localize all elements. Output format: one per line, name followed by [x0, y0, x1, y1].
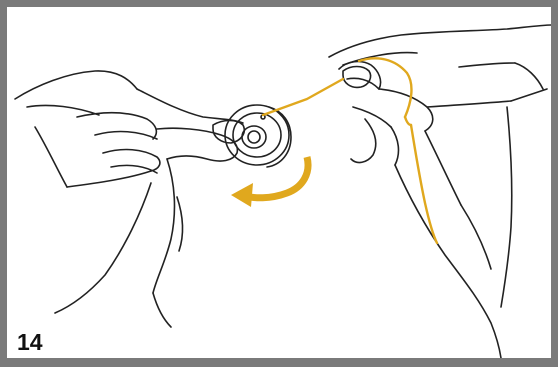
curved-arrow-counterclockwise-icon [231, 156, 312, 207]
bobbin-threading-illustration [14, 24, 551, 358]
step-number: 14 [17, 329, 43, 355]
right-hand-icon [328, 24, 551, 358]
thread [261, 57, 439, 245]
bobbin-icon [224, 104, 292, 168]
left-hand-icon [14, 70, 246, 328]
